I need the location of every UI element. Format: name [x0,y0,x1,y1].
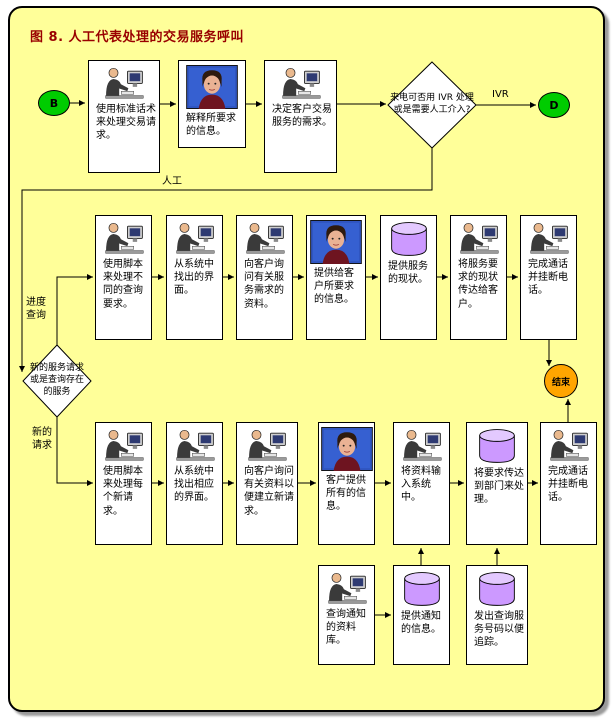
agent-at-computer-icon [243,220,287,255]
flow-connectors [19,100,571,618]
database-cylinder-icon [388,220,430,257]
step-query-ask-details: 向客户询问有关服务需求的资料。 [236,215,293,340]
step-new-route-to-dept: 将要求传达到部门来处理。 [466,422,528,545]
step-new-find-screen: 从系统中找出相应的界面。 [166,422,223,545]
figure-title: 图 8. 人工代表处理的交易服务呼叫 [30,30,245,45]
customer-photo-icon [186,65,238,109]
terminator-end: 结束 [544,364,578,398]
step-query-script: 使用脚本来处理不同的查询要求。 [95,215,152,340]
step-query-hang-up: 完成通话并挂断电话。 [520,215,577,340]
database-cylinder-icon [476,427,518,464]
step-label: 决定客户交易服务的需求。 [272,104,332,129]
step-intake-determine-need: 决定客户交易服务的需求。 [264,60,337,173]
agent-at-computer-icon [325,570,369,605]
database-cylinder-icon [401,570,443,607]
terminator-d: D [538,92,570,118]
agent-at-computer-icon [102,65,146,100]
terminator-b: B [38,90,70,116]
step-label: 提供给客户所要求的信息。 [314,268,354,306]
agent-at-computer-icon [173,427,217,462]
edge-label-progress-query: 进度查询 [26,297,46,321]
step-label: 使用脚本来处理不同的查询要求。 [103,259,143,310]
step-label: 从系统中找出相应的界面。 [174,466,214,504]
agent-at-computer-icon [527,220,571,255]
step-label: 使用脚本来处理每个新请求。 [103,466,143,517]
step-query-find-screen: 从系统中找出的界面。 [166,215,223,340]
edge-label-new-request: 新的请求 [32,427,52,451]
step-label: 向客户询问有关资料以便建立新请求。 [244,466,294,517]
step-label: 将服务要求的现状传达给客户。 [458,259,498,310]
step-intake-explain-info: 解释所要求的信息。 [178,60,246,148]
customer-photo-icon [310,220,362,264]
step-new-ask-details: 向客户询问有关资料以便建立新请求。 [236,422,298,545]
decision-diamond-request-type [22,344,92,418]
step-label: 将资料输入系统中。 [401,466,441,504]
step-label: 使用标准话术来处理交易请求。 [96,104,156,142]
agent-at-computer-icon [547,427,591,462]
agent-at-computer-icon [457,220,501,255]
decision-call-routing-label: 来电可否用 IVR 处理或是需要人工介入? [390,93,474,115]
step-label: 发出查询服务号码以便追踪。 [474,611,524,649]
step-query-customer-gives-info: 提供给客户所要求的信息。 [306,215,366,340]
step-label: 提供通知的信息。 [401,611,441,636]
decision-diamond-call-routing [387,61,477,149]
step-label: 从系统中找出的界面。 [174,259,214,297]
step-new-enter-data: 将资料输入系统中。 [393,422,450,545]
step-intake-standard-script: 使用标准话术来处理交易请求。 [88,60,160,173]
edge-label-manual: 人工 [162,176,182,187]
step-new-customer-gives-info: 客户提供所有的信息。 [318,422,375,545]
decision-request-type-label: 新的服务请求或是查询存在的服务 [29,363,84,397]
step-new-hang-up: 完成通话并挂断电话。 [540,422,597,545]
step-label: 将要求传达到部门来处理。 [474,468,524,506]
step-query-status-db: 提供服务的现状。 [380,215,437,340]
step-label: 提供服务的现状。 [388,261,428,286]
agent-at-computer-icon [245,427,289,462]
agent-at-computer-icon [102,427,146,462]
step-label: 向客户询问有关服务需求的资料。 [244,259,284,310]
step-label: 完成通话并挂断电话。 [548,466,588,504]
database-cylinder-icon [476,570,518,607]
step-notify-provide-info: 提供通知的信息。 [393,565,450,665]
step-label: 解释所要求的信息。 [186,113,236,138]
agent-at-computer-icon [173,220,217,255]
step-label: 完成通话并挂断电话。 [528,259,568,297]
agent-at-computer-icon [102,220,146,255]
agent-at-computer-icon [400,427,444,462]
step-new-script: 使用脚本来处理每个新请求。 [95,422,152,545]
step-query-relay-status: 将服务要求的现状传达给客户。 [450,215,507,340]
agent-at-computer-icon [279,65,323,100]
step-label: 客户提供所有的信息。 [326,475,366,513]
step-notify-issue-tracking-number: 发出查询服务号码以便追踪。 [466,565,528,665]
step-notify-query-db: 查询通知的资料库。 [318,565,375,665]
edge-label-ivr: IVR [492,89,509,100]
step-label: 查询通知的资料库。 [326,609,366,647]
customer-photo-icon [320,427,373,471]
